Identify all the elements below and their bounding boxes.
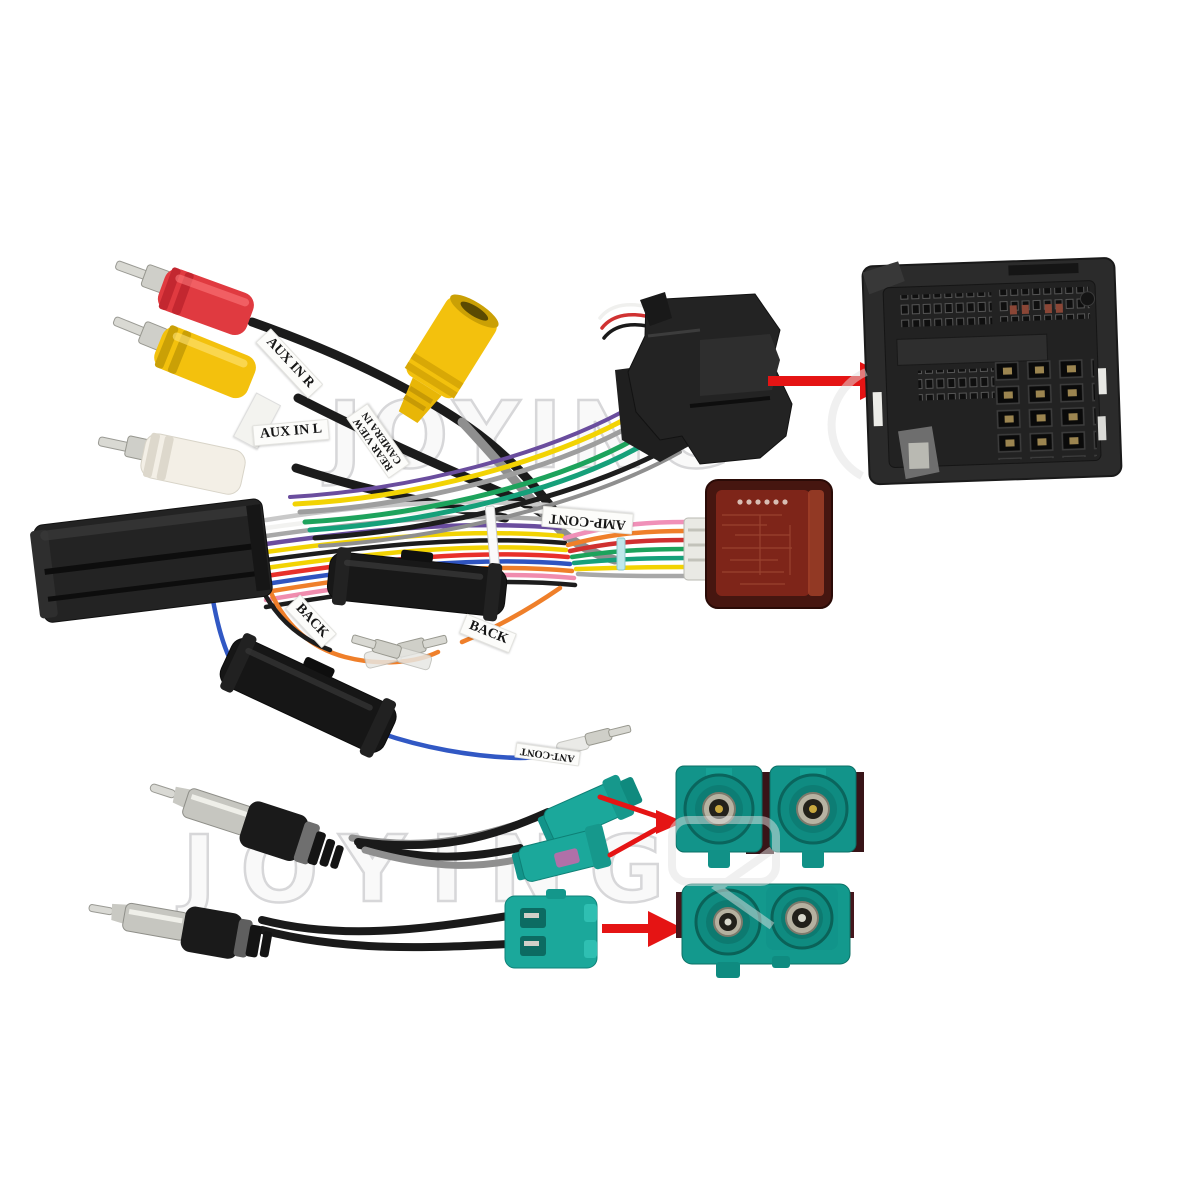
fakra-closeup-single-left — [675, 765, 774, 868]
din-antenna-plug-upper — [149, 783, 344, 869]
rca-jack-camera — [398, 294, 499, 423]
rca-plug-white — [97, 432, 246, 495]
canbus-decoder — [683, 479, 833, 609]
fakra-closeup-single-right — [769, 765, 864, 868]
antenna-adapter-cables-lower — [258, 912, 512, 952]
fakra-dual-connector — [504, 889, 598, 969]
inline-module-upper — [326, 547, 508, 622]
inline-module-lower — [219, 633, 397, 758]
power-connector — [30, 498, 273, 623]
quadlock-plug — [615, 292, 793, 465]
red-arrow-fakra-dual — [602, 911, 684, 947]
fakra-connector-lower — [511, 823, 612, 882]
rca-plug-red — [115, 260, 254, 336]
quadlock-wire-stream — [288, 400, 682, 548]
crimp-terminals-back — [351, 634, 448, 671]
quadlock-socket — [861, 257, 1123, 486]
fakra-closeup-dual — [676, 883, 854, 978]
rca-plug-yellow — [112, 316, 256, 399]
din-antenna-plug-lower — [88, 902, 273, 959]
antenna-adapter-cables-upper — [348, 808, 552, 869]
